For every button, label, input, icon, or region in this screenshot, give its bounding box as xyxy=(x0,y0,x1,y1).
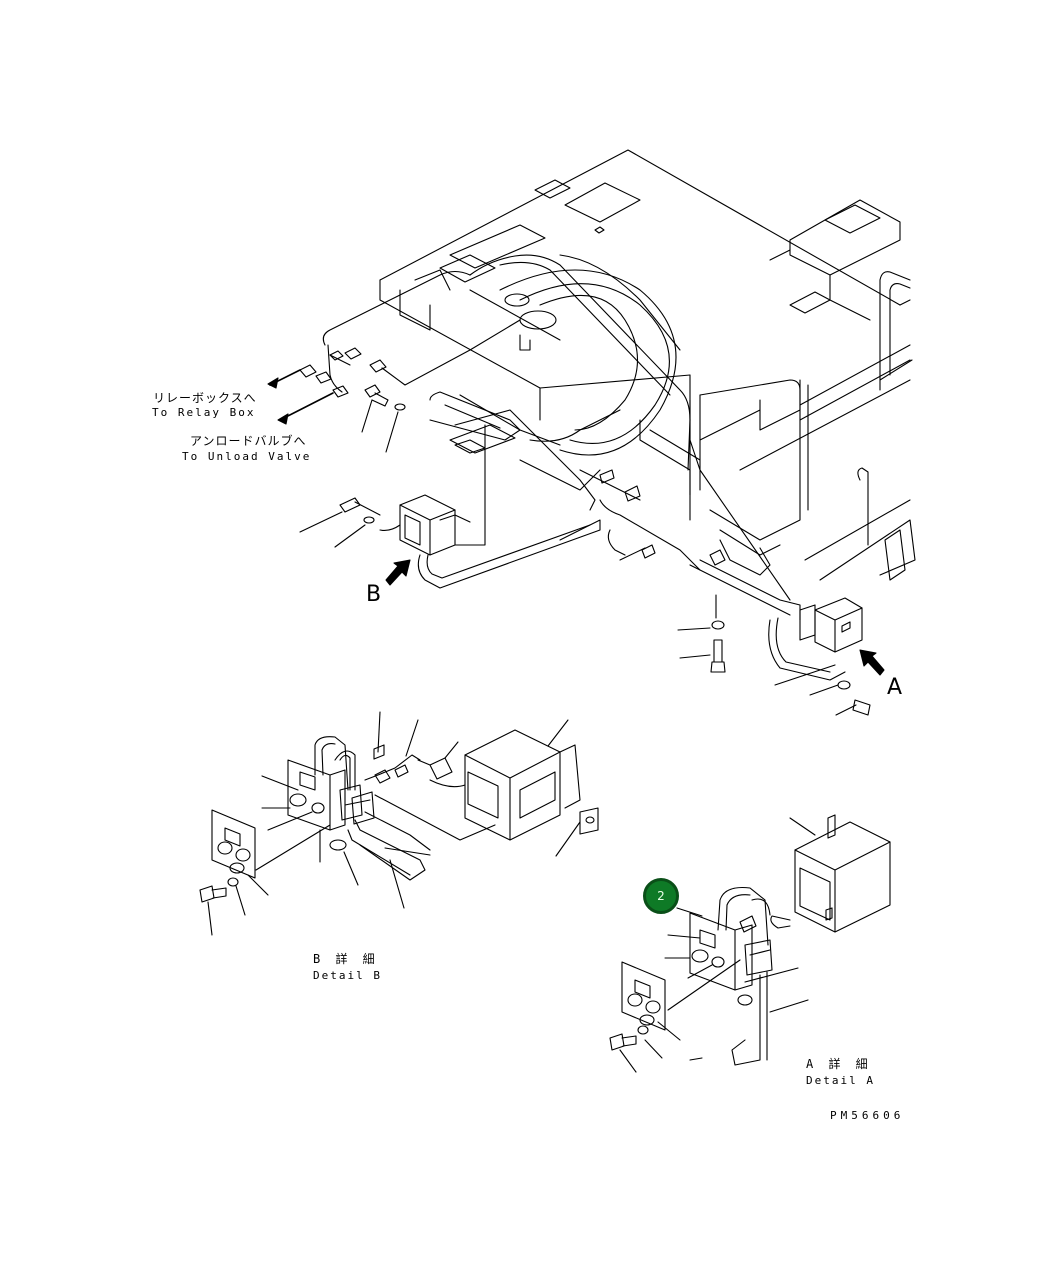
detail-a-assembly xyxy=(609,814,891,1073)
detail-b-label-en: Detail B xyxy=(313,969,382,982)
drawing-number: PM56606 xyxy=(830,1109,905,1122)
box-b-main xyxy=(299,424,486,556)
view-b-marker: B xyxy=(366,582,382,607)
relay-box-label-jp: リレーボックスへ xyxy=(153,391,257,405)
unload-valve-label-en: To Unload Valve xyxy=(182,450,312,463)
detail-a-label-en: Detail A xyxy=(806,1074,875,1087)
unload-valve-label-jp: アンロードバルブへ xyxy=(190,434,307,448)
view-arrows xyxy=(385,559,885,676)
detail-b-label-jp: B 詳 細 xyxy=(313,952,379,966)
view-a-marker: A xyxy=(887,675,903,700)
box-a-main xyxy=(768,597,863,681)
hotspot-number: 2 xyxy=(657,889,665,903)
top-bolts xyxy=(361,384,516,454)
machine-frame xyxy=(379,149,916,601)
wire-harness xyxy=(267,254,801,621)
a-bolts xyxy=(677,594,871,716)
detail-a-label-jp: A 詳 細 xyxy=(806,1057,872,1071)
part-hotspot-2[interactable]: 2 xyxy=(643,878,679,914)
detail-b-assembly xyxy=(199,711,599,936)
relay-box-label-en: To Relay Box xyxy=(152,406,256,419)
